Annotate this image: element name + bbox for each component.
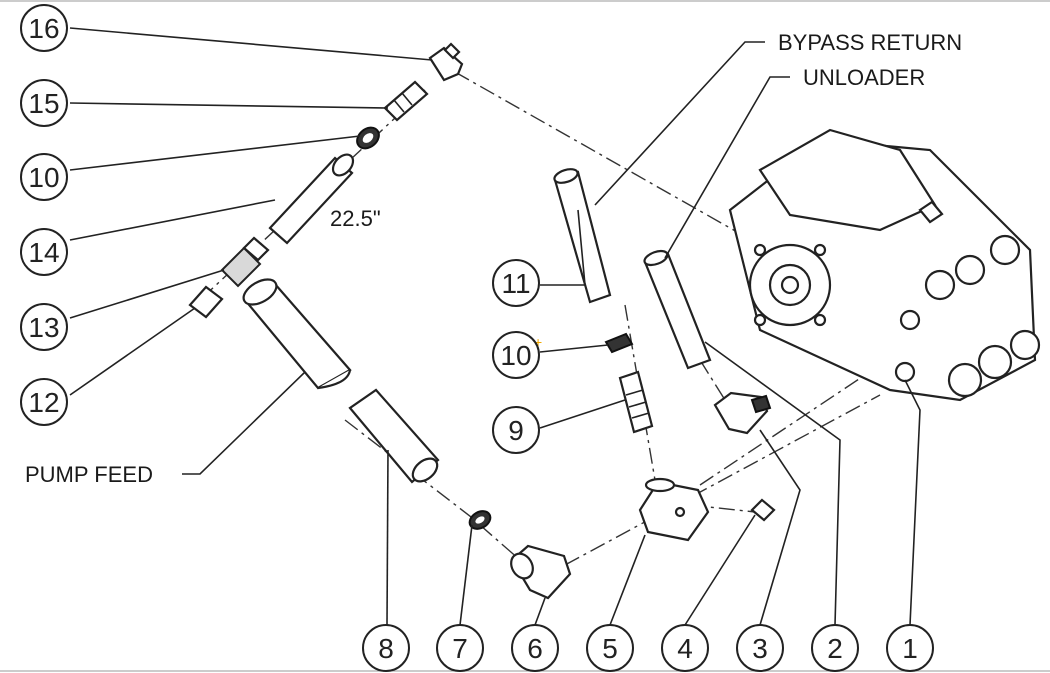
callout-2: 2 xyxy=(811,624,859,672)
callout-label-13: 13 xyxy=(28,312,59,343)
callout-label-11: 11 xyxy=(501,268,530,299)
callout-13: 13 xyxy=(20,303,68,351)
callout-label-16: 16 xyxy=(28,13,59,44)
part-10-clamp-middle xyxy=(604,332,634,354)
part-14-hose xyxy=(268,153,355,245)
callout-7: 7 xyxy=(436,624,484,672)
callout-label-2: 2 xyxy=(827,633,843,664)
callout-11: 11 xyxy=(492,259,540,307)
part-13-nut xyxy=(220,236,270,288)
callout-9: 9 xyxy=(492,406,540,454)
callout-3: 3 xyxy=(736,624,784,672)
callout-14: 14 xyxy=(20,228,68,276)
unloader-label: UNLOADER xyxy=(803,65,925,90)
callout-10-upper: 10 xyxy=(20,153,68,201)
callout-label-7: 7 xyxy=(452,633,468,664)
part-2-hose xyxy=(643,249,712,370)
callout-label-10-middle: 10 xyxy=(500,340,531,371)
callout-label-5: 5 xyxy=(602,633,618,664)
callout-label-1: 1 xyxy=(902,633,918,664)
part-7-clamp xyxy=(468,510,492,530)
part-1-pump xyxy=(728,128,1041,402)
callout-label-14: 14 xyxy=(28,237,59,268)
leader-lines xyxy=(69,27,921,626)
part-8-hose xyxy=(348,388,440,484)
part-3-elbow xyxy=(713,391,772,435)
callout-4: 4 xyxy=(661,624,709,672)
callout-12: 12 xyxy=(20,378,68,426)
pump-feed-hose xyxy=(242,278,352,390)
hose-length-label: 22.5" xyxy=(330,206,381,231)
part-5-tee xyxy=(638,477,710,542)
bypass-return-label: BYPASS RETURN xyxy=(778,30,962,55)
part-9-barb xyxy=(618,370,654,434)
callout-16: 16 xyxy=(20,4,68,52)
callout-15: 15 xyxy=(20,79,68,127)
callout-label-12: 12 xyxy=(28,387,59,418)
callout-label-8: 8 xyxy=(378,633,394,664)
callout-5: 5 xyxy=(586,624,634,672)
callout-label-3: 3 xyxy=(752,633,768,664)
callout-label-15: 15 xyxy=(28,88,59,119)
part-11-hose xyxy=(553,168,612,304)
part-10-clamp-upper xyxy=(356,126,380,150)
part-4-plug xyxy=(750,498,776,522)
callout-label-10-upper: 10 xyxy=(28,162,59,193)
part-6-elbow xyxy=(510,544,572,600)
callout-10-middle: 10 xyxy=(492,331,540,379)
pump-feed-label: PUMP FEED xyxy=(25,462,153,487)
callout-8: 8 xyxy=(362,624,410,672)
callout-label-6: 6 xyxy=(527,633,543,664)
callout-label-9: 9 xyxy=(508,415,524,446)
callout-6: 6 xyxy=(511,624,559,672)
part-16-elbow xyxy=(428,42,464,82)
marker-plus: + xyxy=(534,334,542,350)
part-12-plug xyxy=(188,285,224,319)
callout-label-4: 4 xyxy=(677,633,693,664)
part-15-barb xyxy=(383,80,429,122)
callout-1: 1 xyxy=(886,624,934,672)
